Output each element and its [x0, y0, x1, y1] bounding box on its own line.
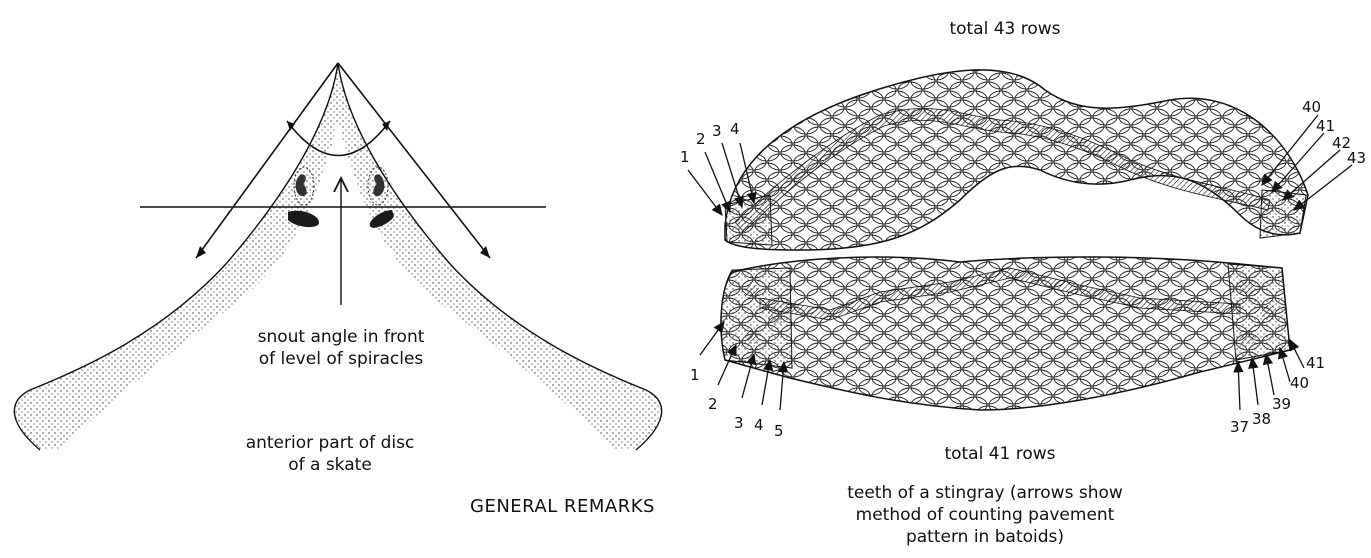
row-number-label: 40	[1302, 98, 1321, 116]
row-number-label: 2	[696, 130, 706, 148]
skate-disc-outline	[14, 63, 338, 450]
row-number-label: 3	[712, 122, 722, 140]
row-number-label: 43	[1347, 149, 1366, 167]
upper-left-numbers: 1 2 3 4	[680, 120, 740, 166]
row-number-label: 3	[734, 414, 744, 432]
row-number-label: 41	[1316, 117, 1335, 135]
row-number-label: 5	[774, 422, 784, 440]
row-number-label: 39	[1272, 395, 1291, 413]
lower-total-label: total 41 rows	[900, 443, 1100, 465]
stingray-caption-line2: method of counting pavement	[810, 504, 1160, 526]
row-number-label: 40	[1290, 374, 1309, 392]
lower-left-numbers: 1 2 3 4 5	[690, 366, 784, 440]
lower-right-numbers: 37 38 39 40 41	[1230, 354, 1325, 436]
skate-caption-line2: of a skate	[180, 454, 480, 476]
snout-angle-arc	[287, 121, 390, 156]
stingray-caption: teeth of a stingray (arrows show method …	[810, 482, 1160, 548]
row-number-label: 1	[680, 148, 690, 166]
skate-caption: anterior part of disc of a skate	[180, 432, 480, 476]
upper-jaw-teeth	[725, 70, 1308, 250]
row-number-label: 4	[754, 416, 764, 434]
row-number-label: 37	[1230, 418, 1249, 436]
upper-total-label: total 43 rows	[905, 18, 1105, 40]
upper-right-numbers: 40 41 42 43	[1302, 98, 1366, 167]
skate-diagram	[14, 63, 661, 450]
row-number-label: 4	[730, 120, 740, 138]
row-number-label: 1	[690, 366, 700, 384]
lower-jaw-teeth	[721, 257, 1290, 410]
row-number-label: 41	[1306, 354, 1325, 372]
stingray-caption-line3: pattern in batoids)	[810, 526, 1160, 548]
skate-caption-line1: anterior part of disc	[180, 432, 480, 454]
snout-angle-label-line2: of level of spiracles	[200, 348, 482, 370]
snout-angle-label: snout angle in front of level of spiracl…	[200, 326, 482, 370]
row-number-label: 2	[708, 395, 718, 413]
stingray-caption-line1: teeth of a stingray (arrows show	[810, 482, 1160, 504]
row-number-label: 38	[1252, 410, 1271, 428]
snout-angle-label-line1: snout angle in front	[200, 326, 482, 348]
section-heading: GENERAL REMARKS	[470, 496, 655, 517]
